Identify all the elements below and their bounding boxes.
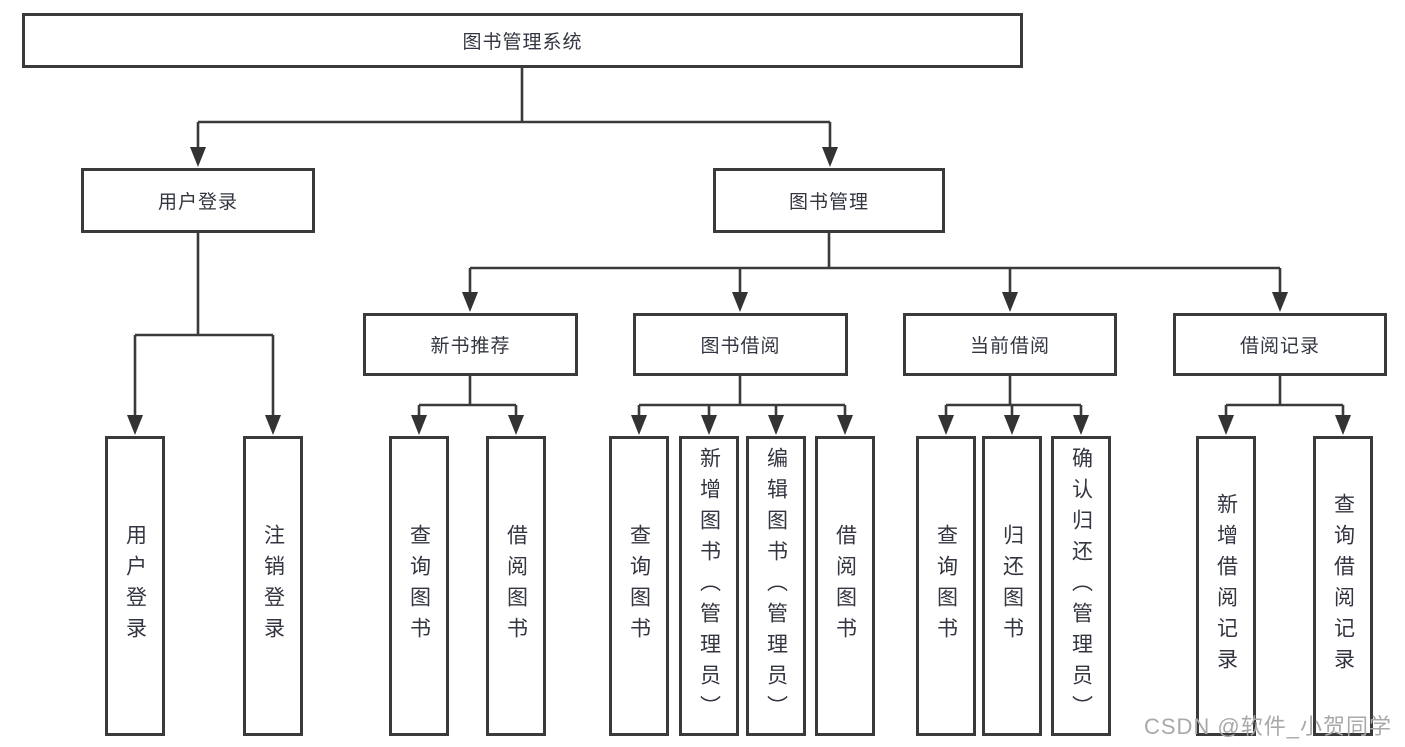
node-new-book-recommend-label: 新书推荐 <box>430 336 511 357</box>
leaf-confirm-return-admin: 确认归还（管理员） <box>1051 436 1111 736</box>
csdn-watermark: CSDN @软件_小贺同学 <box>1143 714 1392 739</box>
leaf-return-book-label: 归还图书 <box>1000 524 1024 648</box>
connector-book-mgmt-branch <box>462 233 1288 312</box>
node-current-borrow: 当前借阅 <box>903 313 1117 376</box>
leaf-add-borrow-record: 新增借阅记录 <box>1196 436 1256 736</box>
node-current-borrow-label: 当前借阅 <box>969 336 1050 357</box>
leaf-query-book-current-label: 查询图书 <box>934 524 958 648</box>
leaf-user-login-label: 用户登录 <box>123 524 147 648</box>
connector-new-book-branch <box>411 376 524 435</box>
leaf-borrow-book-label: 借阅图书 <box>833 524 857 648</box>
node-book-borrow: 图书借阅 <box>633 313 848 376</box>
leaf-confirm-return-admin-label: 确认归还（管理员） <box>1069 446 1093 726</box>
node-new-book-recommend: 新书推荐 <box>363 313 578 376</box>
leaf-add-book-admin-label: 新增图书（管理员） <box>697 446 721 726</box>
node-borrow-record: 借阅记录 <box>1173 313 1387 376</box>
leaf-borrow-book-recommend-label: 借阅图书 <box>504 524 528 648</box>
leaf-user-login: 用户登录 <box>105 436 165 736</box>
connector-borrow-record-branch <box>1218 376 1351 435</box>
leaf-query-borrow-record: 查询借阅记录 <box>1313 436 1373 736</box>
leaf-query-book-recommend: 查询图书 <box>389 436 449 736</box>
node-user-login: 用户登录 <box>81 168 315 233</box>
node-library-system: 图书管理系统 <box>22 13 1023 68</box>
leaf-query-book-borrow: 查询图书 <box>609 436 669 736</box>
leaf-logout: 注销登录 <box>243 436 303 736</box>
connector-user-login-branch <box>127 233 281 435</box>
leaf-query-borrow-record-label: 查询借阅记录 <box>1331 493 1355 679</box>
connector-current-borrow-branch <box>938 376 1089 435</box>
leaf-edit-book-admin-label: 编辑图书（管理员） <box>764 446 788 726</box>
leaf-borrow-book-recommend: 借阅图书 <box>486 436 546 736</box>
leaf-borrow-book: 借阅图书 <box>815 436 875 736</box>
leaf-query-book-current: 查询图书 <box>916 436 976 736</box>
leaf-query-book-recommend-label: 查询图书 <box>407 524 431 648</box>
leaf-logout-label: 注销登录 <box>261 524 285 648</box>
node-book-management-label: 图书管理 <box>788 192 869 213</box>
leaf-add-borrow-record-label: 新增借阅记录 <box>1214 493 1238 679</box>
connector-root-branch <box>190 68 838 167</box>
node-library-system-label: 图书管理系统 <box>462 32 583 53</box>
node-borrow-record-label: 借阅记录 <box>1239 336 1320 357</box>
node-book-management: 图书管理 <box>713 168 945 233</box>
connector-book-borrow-branch <box>631 376 853 435</box>
leaf-query-book-borrow-label: 查询图书 <box>627 524 651 648</box>
leaf-return-book: 归还图书 <box>982 436 1042 736</box>
node-user-login-label: 用户登录 <box>157 192 238 213</box>
leaf-edit-book-admin: 编辑图书（管理员） <box>746 436 806 736</box>
leaf-add-book-admin: 新增图书（管理员） <box>679 436 739 736</box>
node-book-borrow-label: 图书借阅 <box>700 336 781 357</box>
